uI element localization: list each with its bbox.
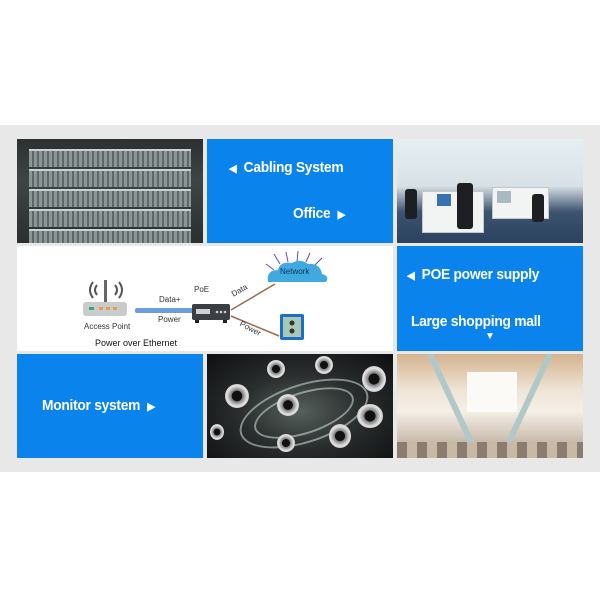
shopping-mall-photo [397,354,583,458]
large-shopping-mall-text: Large shopping mall [411,313,541,330]
security-cameras-photo [207,354,393,458]
cabling-system-text: Cabling System [243,159,344,176]
down-arrow-icon: ▼ [485,331,495,342]
office-text: Office [293,205,331,222]
monitor-system-label[interactable]: Monitor system ▶ [42,397,155,414]
network-cloud-icon [265,250,328,282]
left-arrow-icon: ◀ [407,269,415,282]
power-outlet-icon [280,314,304,340]
access-point-label: Access Point [84,322,131,331]
poe-power-supply-text: POE power supply [421,266,540,283]
connection-lines [230,283,280,337]
poe-mall-tile[interactable]: ◀ POE power supply Large shopping mall ▼ [397,246,583,351]
large-shopping-mall-label[interactable]: Large shopping mall [411,313,541,330]
left-arrow-icon: ◀ [229,162,237,175]
office-label[interactable]: Office ▶ [293,205,345,222]
power-over-ethernet-caption: Power over Ethernet [95,338,178,348]
access-point-icon [83,280,127,316]
right-arrow-icon: ▶ [337,208,346,221]
poe-power-supply-label[interactable]: ◀ POE power supply [407,266,539,283]
poe-switch-icon [192,304,230,323]
poe-diagram: Access Point Data+ Power PoE Data Power … [17,246,393,351]
cabling-rack-photo [17,139,203,243]
ethernet-cable-icon [135,308,195,313]
cabling-office-tile[interactable]: ◀ Cabling System Office ▶ [207,139,393,243]
monitor-system-text: Monitor system [42,397,141,414]
office-photo [397,139,583,243]
cabling-system-label[interactable]: ◀ Cabling System [229,159,344,176]
right-arrow-icon: ▶ [147,400,155,413]
monitor-system-tile[interactable]: Monitor system ▶ [17,354,203,458]
poe-label: PoE [194,285,210,294]
network-label: Network [280,267,310,276]
power-label-left: Power [158,315,181,324]
data-plus-label: Data+ [159,295,181,304]
